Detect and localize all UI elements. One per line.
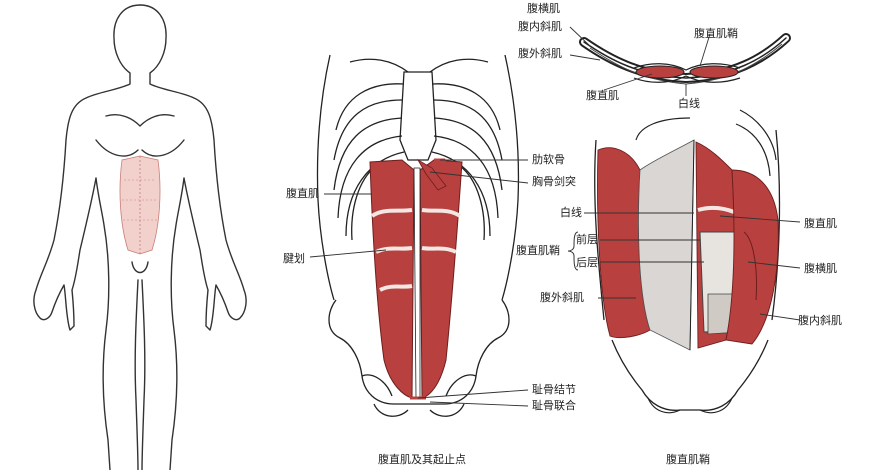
caption-rectus-sheath: 腹直肌鞘: [666, 453, 710, 466]
label-linea-alba-cs: 白线: [678, 97, 700, 110]
label-tendinous-intersection: 腱划: [283, 252, 305, 265]
sheath-figure: [594, 109, 781, 414]
label-costal-cartilage: 肋软骨: [532, 153, 565, 166]
rectus-highlight: [119, 155, 161, 255]
label-internal-oblique-cs: 腹内斜肌: [518, 20, 562, 33]
label-rectus-right: 腹直肌: [804, 217, 837, 230]
rectus-muscle-pair: [369, 158, 463, 400]
label-rectus-cs: 腹直肌: [586, 89, 619, 102]
label-internal-oblique-right: 腹内斜肌: [798, 314, 842, 327]
label-rectus-sheath-right: 腹直肌鞘: [516, 244, 560, 257]
label-pubic-symphysis: 耻骨联合: [532, 399, 576, 412]
label-rectus-sheath-cs: 腹直肌鞘: [694, 27, 738, 40]
leader-lines-cross-section: [569, 26, 711, 96]
label-posterior-layer: 后层: [576, 256, 598, 269]
label-anterior-layer: 前层: [576, 233, 598, 246]
label-xiphoid: 胸骨剑突: [532, 175, 576, 188]
leader-lines-middle: [309, 159, 529, 407]
caption-rectus-attachments: 腹直肌及其起止点: [378, 453, 466, 466]
ribcage-figure: [316, 54, 520, 417]
body-outline-figure: [33, 4, 247, 470]
label-linea-alba-right: 白线: [560, 206, 582, 219]
label-rectus-middle: 腹直肌: [286, 187, 319, 200]
label-transversus-cs: 腹横肌: [527, 2, 560, 15]
label-external-oblique-right: 腹外斜肌: [540, 291, 584, 304]
label-pubic-tubercle: 耻骨结节: [532, 383, 576, 396]
label-transversus-right: 腹横肌: [804, 262, 837, 275]
leader-lines-right: [567, 212, 801, 321]
label-external-oblique-cs: 腹外斜肌: [518, 47, 562, 60]
cross-section-figure: [579, 33, 791, 85]
